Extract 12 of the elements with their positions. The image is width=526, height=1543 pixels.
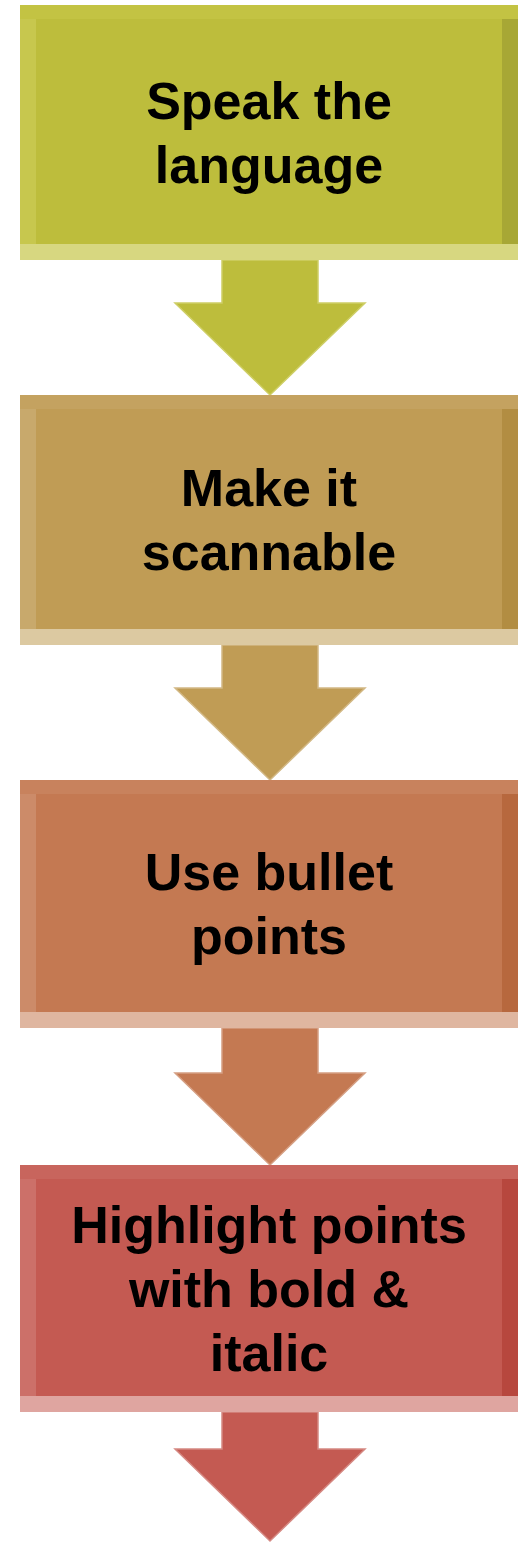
process-box bbox=[20, 5, 518, 260]
process-box bbox=[20, 395, 518, 645]
block-arrow bbox=[173, 1411, 367, 1543]
box-label: Highlight points with bold & italic bbox=[70, 1194, 468, 1384]
block-arrow bbox=[173, 259, 367, 397]
process-box bbox=[20, 1165, 518, 1412]
block-arrow bbox=[173, 644, 367, 782]
box-label: Use bullet points bbox=[143, 842, 395, 967]
block-arrow bbox=[173, 1027, 367, 1167]
box-label: Speak the language bbox=[145, 70, 393, 196]
box-label: Make it scannable bbox=[140, 458, 398, 583]
process-box bbox=[20, 780, 518, 1028]
